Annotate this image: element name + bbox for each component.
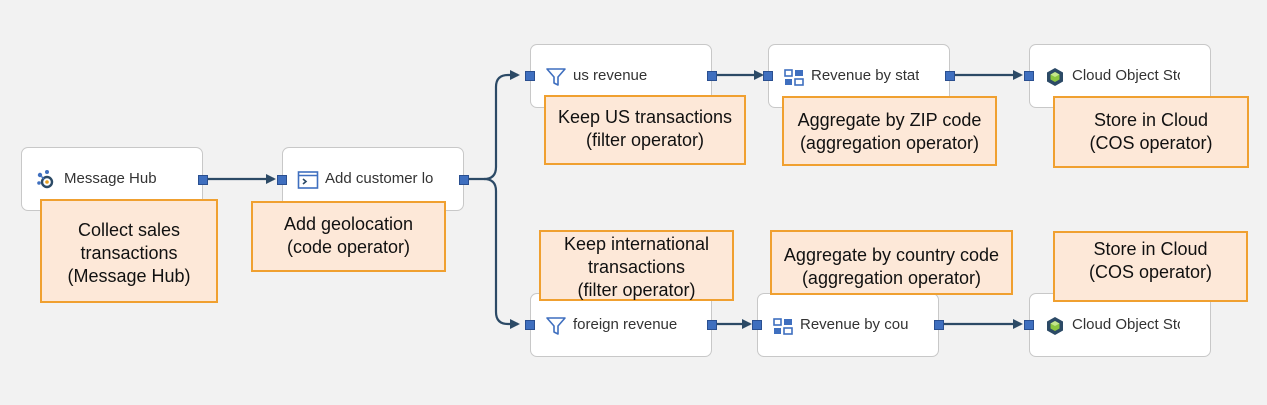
note-line: (aggregation operator) bbox=[801, 268, 982, 288]
note-keep-us: Keep US transactions (filter operator) bbox=[544, 95, 746, 165]
note-aggregate-country: Aggregate by country code (aggregation o… bbox=[770, 230, 1013, 295]
node-label: Add customer lo bbox=[325, 170, 433, 187]
node-label: Message Hub bbox=[64, 170, 157, 187]
note-keep-international: Keep international transactions (filter … bbox=[539, 230, 734, 301]
input-port[interactable] bbox=[525, 71, 535, 81]
output-port[interactable] bbox=[707, 320, 717, 330]
note-collect-sales: Collect sales transactions (Message Hub) bbox=[40, 199, 218, 303]
note-line: Store in Cloud bbox=[1093, 239, 1208, 259]
note-line: (filter operator) bbox=[577, 280, 696, 300]
note-line: Aggregate by country code bbox=[783, 245, 1000, 265]
output-port[interactable] bbox=[198, 175, 208, 185]
input-port[interactable] bbox=[1024, 320, 1034, 330]
note-aggregate-zip: Aggregate by ZIP code (aggregation opera… bbox=[782, 96, 997, 166]
note-line: Keep international bbox=[563, 234, 710, 254]
output-port[interactable] bbox=[934, 320, 944, 330]
message-hub-icon bbox=[36, 169, 58, 191]
filter-icon bbox=[545, 66, 567, 88]
node-add-customer-location[interactable]: Add customer lo bbox=[277, 147, 469, 211]
output-port[interactable] bbox=[707, 71, 717, 81]
note-store-cloud-top: Store in Cloud (COS operator) bbox=[1053, 96, 1249, 168]
input-port[interactable] bbox=[752, 320, 762, 330]
input-port[interactable] bbox=[1024, 71, 1034, 81]
aggregation-icon bbox=[783, 66, 805, 88]
note-line: transactions bbox=[80, 243, 178, 263]
note-line: (COS operator) bbox=[1089, 133, 1213, 153]
node-revenue-by-country[interactable]: Revenue by cou bbox=[752, 293, 944, 357]
cloud-object-storage-icon bbox=[1044, 315, 1066, 337]
note-store-cloud-bottom: Store in Cloud (COS operator) bbox=[1053, 231, 1248, 302]
aggregation-icon bbox=[772, 315, 794, 337]
input-port[interactable] bbox=[277, 175, 287, 185]
filter-icon bbox=[545, 315, 567, 337]
node-label: Revenue by stat bbox=[811, 67, 919, 84]
note-line: Collect sales bbox=[77, 220, 181, 240]
output-port[interactable] bbox=[459, 175, 469, 185]
node-foreign-revenue[interactable]: foreign revenue bbox=[525, 293, 717, 357]
node-label: Revenue by cou bbox=[800, 316, 908, 333]
note-line: transactions bbox=[587, 257, 686, 277]
input-port[interactable] bbox=[763, 71, 773, 81]
edge-add-customer-to-us-revenue bbox=[468, 70, 520, 181]
node-label: Cloud Object Sto bbox=[1072, 67, 1180, 84]
code-icon bbox=[297, 169, 319, 191]
cloud-object-storage-icon bbox=[1044, 66, 1066, 88]
note-line: (code operator) bbox=[286, 237, 411, 257]
note-line: Store in Cloud bbox=[1093, 110, 1209, 130]
note-line: Add geolocation bbox=[283, 214, 414, 234]
note-line: Keep US transactions bbox=[557, 107, 733, 127]
note-line: (COS operator) bbox=[1088, 262, 1213, 282]
note-add-geolocation: Add geolocation (code operator) bbox=[251, 201, 446, 272]
input-port[interactable] bbox=[525, 320, 535, 330]
note-line: (aggregation operator) bbox=[799, 133, 980, 153]
node-label: us revenue bbox=[573, 67, 648, 84]
note-line: (Message Hub) bbox=[67, 266, 191, 286]
node-cloud-object-storage-bottom[interactable]: Cloud Object Sto bbox=[1024, 293, 1211, 357]
node-label: foreign revenue bbox=[573, 316, 678, 333]
edge-add-customer-to-foreign-revenue bbox=[483, 177, 520, 329]
note-line: Aggregate by ZIP code bbox=[797, 110, 982, 130]
node-label: Cloud Object Sto bbox=[1072, 316, 1180, 333]
note-line: (filter operator) bbox=[585, 130, 705, 150]
output-port[interactable] bbox=[945, 71, 955, 81]
